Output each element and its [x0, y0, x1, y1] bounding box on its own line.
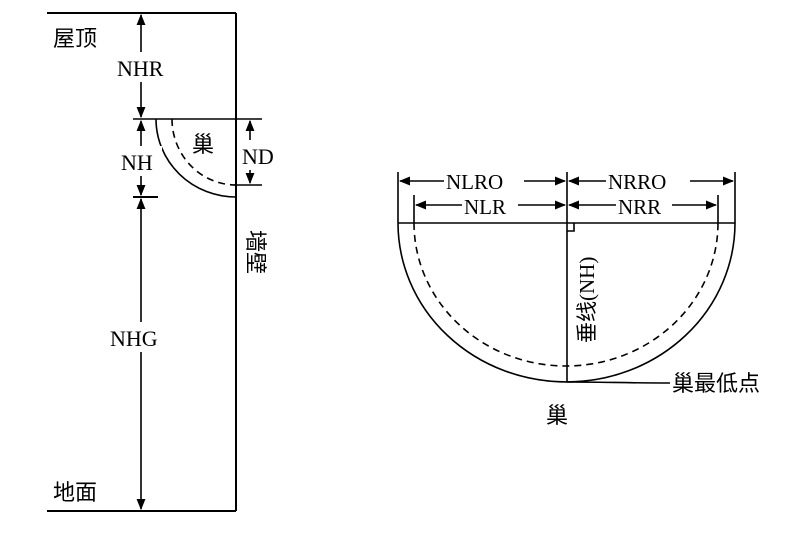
nd-label: ND [242, 144, 274, 169]
nhg-label: NHG [110, 326, 158, 351]
nh-label: NH [121, 150, 153, 175]
nest-outer-semicircle [397, 222, 736, 383]
left-diagram: 屋顶 地面 NHR NH NHG ND 巢 墙壁 [47, 12, 281, 512]
wall-label: 墙壁 [242, 230, 267, 274]
roof-label: 屋顶 [53, 27, 97, 52]
nrro-label: NRRO [608, 170, 666, 194]
ground-label: 地面 [53, 481, 97, 506]
nest-inner-arc [171, 118, 237, 186]
nhr-label: NHR [117, 56, 164, 81]
right-angle-mark [567, 223, 575, 232]
lowest-point-leader [566, 381, 671, 384]
nest-outer-arc [155, 118, 237, 198]
lowest-point-label: 巢最低点 [672, 372, 760, 397]
nrr-label: NRR [618, 195, 661, 219]
nlro-label: NLRO [446, 170, 503, 194]
right-diagram: NLRO NRRO NLR NRR 垂线(NH) 巢最低点 巢 [397, 168, 760, 429]
vertical-nh-label: 垂线(NH) [575, 257, 599, 343]
nest-inner-semicircle [413, 222, 719, 367]
nlr-label: NLR [464, 195, 506, 219]
nest-label-right: 巢 [546, 404, 568, 429]
nest-label-left: 巢 [192, 133, 214, 158]
